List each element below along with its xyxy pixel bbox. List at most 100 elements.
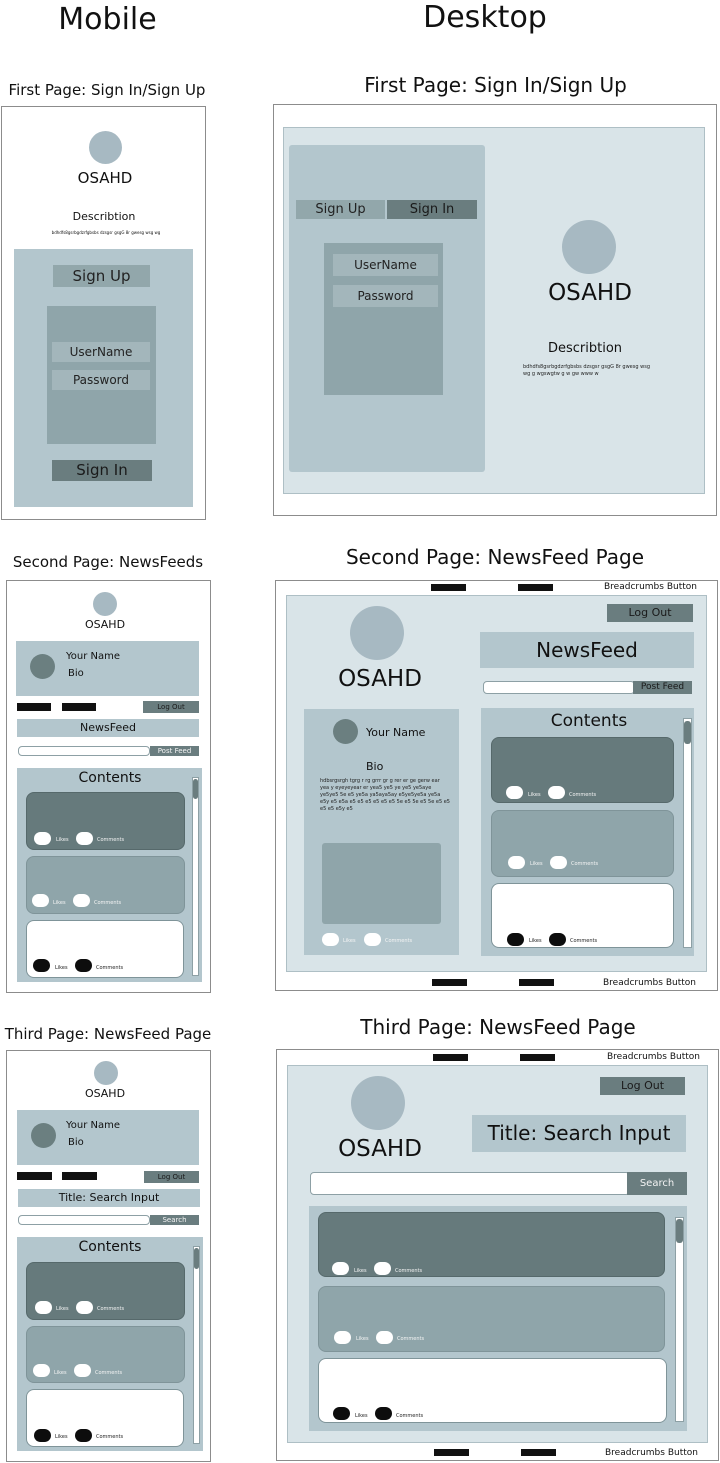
desktop-nf-breadcrumb-bottom-1[interactable] [432, 979, 467, 986]
like-icon[interactable] [322, 933, 339, 946]
comment-icon[interactable] [76, 832, 93, 845]
mobile-s-breadcrumb-1[interactable] [17, 1172, 52, 1180]
sign-up-button[interactable]: Sign Up [53, 265, 150, 287]
comment-icon[interactable] [75, 959, 92, 972]
desktop-sign-up-button[interactable]: Sign Up [296, 200, 385, 219]
desktop-nf-profile-media [322, 843, 441, 924]
likes-label: Likes [356, 1336, 369, 1342]
comment-icon[interactable] [364, 933, 381, 946]
desktop-nf-breadcrumb-top-2[interactable] [518, 584, 553, 591]
mobile-s-search-input[interactable] [18, 1215, 150, 1225]
desktop-sign-in-button[interactable]: Sign In [387, 200, 477, 219]
comment-icon[interactable] [73, 894, 90, 907]
comments-label: Comments [397, 1336, 425, 1342]
comment-icon[interactable] [374, 1262, 391, 1275]
mobile-nf-post-card-1[interactable] [26, 792, 185, 850]
comments-label: Comments [569, 792, 597, 798]
desktop-password-field[interactable]: Password [333, 285, 438, 307]
desktop-nf-post-feed-button[interactable]: Post Feed [633, 681, 692, 694]
comment-icon[interactable] [548, 786, 565, 799]
desktop-s-search-button[interactable]: Search [627, 1172, 687, 1195]
desktop-s-breadcrumb-top-1[interactable] [433, 1054, 468, 1061]
desktop-third-page-title: Third Page: NewsFeed Page [360, 1015, 636, 1039]
mobile-s-post-card-1[interactable] [26, 1262, 185, 1320]
desktop-nf-breadcrumb-bottom-2[interactable] [519, 979, 554, 986]
like-icon[interactable] [33, 1364, 50, 1377]
mobile-s-scroll-thumb[interactable] [194, 1248, 199, 1269]
like-icon[interactable] [35, 1301, 52, 1314]
desktop-nf-logout-button[interactable]: Log Out [607, 604, 693, 622]
desktop-s-scrollbar[interactable] [675, 1217, 684, 1422]
comments-label: Comments [94, 900, 122, 906]
comment-icon[interactable] [74, 1364, 91, 1377]
mobile-nf-post-feed-button[interactable]: Post Feed [150, 746, 199, 756]
like-icon[interactable] [508, 856, 525, 869]
desktop-s-post-card-2[interactable] [318, 1286, 665, 1352]
desktop-s-scroll-thumb[interactable] [676, 1219, 683, 1243]
like-icon[interactable] [34, 832, 51, 845]
desktop-description-label: Describtion [547, 341, 623, 356]
desktop-nf-scroll-thumb[interactable] [684, 721, 691, 744]
mobile-s-profile-name: Your Name [66, 1120, 121, 1131]
mobile-nf-profile-avatar [30, 654, 55, 679]
comment-icon[interactable] [549, 933, 566, 946]
comment-icon[interactable] [375, 1407, 392, 1420]
likes-label: Likes [56, 837, 69, 843]
desktop-s-logo-avatar [351, 1076, 405, 1130]
desktop-second-page-title: Second Page: NewsFeed Page [345, 545, 644, 569]
desktop-s-post-card-1[interactable] [318, 1212, 665, 1277]
desktop-nf-post-input[interactable] [483, 681, 635, 694]
desktop-s-breadcrumbs-bottom-label: Breadcrumbs Button [605, 1448, 698, 1458]
mobile-nf-post-card-2[interactable] [26, 856, 185, 914]
desktop-s-breadcrumb-top-2[interactable] [520, 1054, 555, 1061]
mobile-s-logout-button[interactable]: Log Out [144, 1171, 199, 1183]
like-icon[interactable] [34, 1429, 51, 1442]
comment-icon[interactable] [550, 856, 567, 869]
desktop-nf-breadcrumbs-bottom-label: Breadcrumbs Button [603, 978, 696, 988]
like-icon[interactable] [334, 1331, 351, 1344]
desktop-s-breadcrumb-bottom-1[interactable] [434, 1449, 469, 1456]
like-icon[interactable] [507, 933, 524, 946]
mobile-s-post-card-2[interactable] [26, 1326, 185, 1383]
desktop-s-post-card-3[interactable] [318, 1358, 667, 1423]
like-icon[interactable] [33, 959, 50, 972]
mobile-nf-post-input[interactable] [18, 746, 150, 756]
mobile-nf-breadcrumb-2[interactable] [62, 703, 96, 711]
desktop-s-breadcrumbs-top-label: Breadcrumbs Button [607, 1052, 700, 1062]
desktop-nf-profile-name: Your Name [366, 726, 426, 739]
comment-icon[interactable] [376, 1331, 393, 1344]
password-field[interactable]: Password [52, 370, 150, 390]
like-icon[interactable] [32, 894, 49, 907]
desktop-username-field[interactable]: UserName [333, 254, 438, 276]
like-icon[interactable] [332, 1262, 349, 1275]
mobile-nf-scroll-thumb[interactable] [193, 779, 198, 799]
comment-icon[interactable] [76, 1301, 93, 1314]
desktop-nf-breadcrumb-top-1[interactable] [431, 584, 466, 591]
username-field[interactable]: UserName [52, 342, 150, 362]
mobile-nf-post-card-3[interactable] [26, 920, 184, 978]
desktop-s-breadcrumb-bottom-2[interactable] [521, 1449, 556, 1456]
mobile-nf-breadcrumb-1[interactable] [17, 703, 51, 711]
mobile-second-page-title: Second Page: NewsFeeds [12, 553, 204, 571]
mobile-s-scrollbar[interactable] [193, 1246, 200, 1444]
like-icon[interactable] [333, 1407, 350, 1420]
mobile-s-post-card-3[interactable] [26, 1389, 184, 1447]
mobile-s-search-button[interactable]: Search [150, 1215, 199, 1225]
sign-in-button[interactable]: Sign In [52, 460, 152, 481]
comments-label: Comments [96, 1434, 124, 1440]
mobile-nf-logout-button[interactable]: Log Out [143, 701, 199, 713]
desktop-logo-avatar [562, 220, 616, 274]
desktop-s-search-input[interactable] [310, 1172, 630, 1195]
comments-label: Comments [97, 1306, 125, 1312]
desktop-s-logout-button[interactable]: Log Out [600, 1077, 685, 1095]
description-label: Describtion [72, 210, 136, 223]
mobile-s-brand-name: OSAHD [84, 1087, 126, 1100]
desktop-nf-scrollbar[interactable] [683, 718, 692, 948]
like-icon[interactable] [506, 786, 523, 799]
mobile-nf-scrollbar[interactable] [192, 777, 199, 976]
comment-icon[interactable] [75, 1429, 92, 1442]
likes-label: Likes [54, 1370, 67, 1376]
mobile-s-breadcrumb-2[interactable] [62, 1172, 97, 1180]
likes-label: Likes [354, 1268, 367, 1274]
likes-label: Likes [343, 938, 356, 944]
